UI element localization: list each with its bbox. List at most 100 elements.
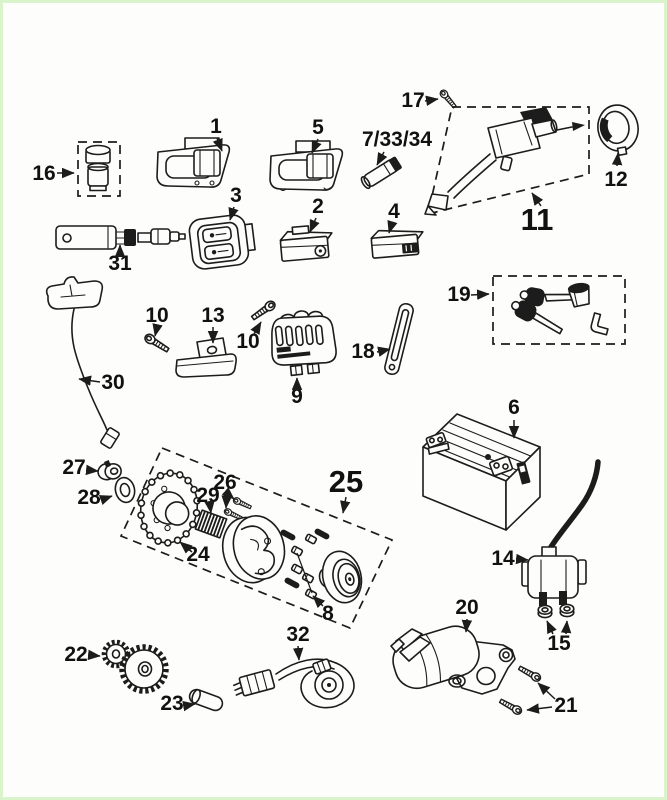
leader-17 (424, 95, 439, 107)
part-30-lead-wire-switch (45, 276, 120, 449)
part-label-31: 31 (108, 252, 132, 275)
part-label-9: 9 (291, 385, 303, 408)
leader-12 (611, 152, 623, 167)
part-19-dashed-box (492, 275, 626, 345)
part-9-regulator (271, 310, 337, 377)
part-label-28: 28 (77, 486, 101, 509)
leader-21a (537, 682, 556, 700)
part-7-fuse (360, 156, 402, 190)
part-11-dashed-box (426, 106, 590, 216)
leader-8 (312, 595, 326, 609)
part-24-sprocket (137, 469, 201, 547)
part-label-30: 30 (101, 371, 124, 394)
part-label-18: 18 (351, 340, 375, 363)
leader-15b (560, 620, 572, 635)
leader-25 (340, 496, 351, 514)
leader-23 (182, 700, 196, 712)
leader-10b (250, 321, 262, 336)
part-11-ignition-switch (424, 106, 590, 216)
leader-2 (309, 217, 320, 233)
part-label-26: 26 (213, 471, 236, 494)
leader-15a (546, 620, 557, 635)
part-15-nut-b (559, 603, 575, 618)
part-label-15: 15 (547, 632, 571, 655)
part-label-19: 19 (447, 283, 470, 306)
part-25-dashed-box (119, 446, 394, 630)
part-1-switch-housing (156, 137, 231, 188)
leader-11 (531, 192, 544, 207)
leader-14 (515, 553, 529, 565)
leader-10a (152, 323, 163, 337)
leader-24 (179, 541, 193, 554)
part-25-starter-clutch-assembly: 24 29 26 (119, 446, 394, 630)
part-25-clutch-drum (221, 515, 286, 584)
part-5-switch-housing (269, 140, 344, 192)
part-label-6: 6 (508, 396, 520, 419)
part-28-washer (114, 476, 136, 504)
part-17-screw (437, 87, 459, 110)
leader-22 (87, 649, 101, 661)
leader-26b (221, 492, 233, 509)
part-21-screw-b (497, 696, 524, 717)
leader-28 (98, 495, 113, 506)
leader-32 (292, 645, 304, 661)
part-label-16: 16 (32, 162, 55, 185)
part-14-ignition-coil (521, 459, 601, 606)
part-22-starter-gear (101, 639, 169, 694)
part-10b-screw (249, 298, 278, 323)
part-label-3: 3 (230, 184, 242, 207)
leader-8-chain (296, 552, 313, 594)
leader-3 (228, 206, 239, 221)
part-label-21: 21 (554, 694, 578, 717)
part-label-4: 4 (388, 200, 400, 223)
leader-29 (204, 500, 215, 514)
part-25-driven-disc (318, 550, 363, 604)
part-label-8: 8 (322, 602, 334, 625)
part-label-27: 27 (62, 456, 85, 479)
part-12-lock-cover (597, 104, 639, 157)
part-4-switch (370, 229, 424, 259)
part-label-23: 23 (160, 692, 183, 715)
part-31-cable (55, 225, 186, 250)
part-21-screw-a (516, 663, 543, 684)
part-label-5: 5 (312, 116, 324, 139)
part-2-switch (279, 225, 333, 262)
leader-1 (212, 137, 223, 152)
part-18-strap (384, 302, 414, 376)
leader-18 (376, 346, 391, 357)
part-label-22: 22 (64, 643, 87, 666)
part-label-10a: 10 (145, 304, 168, 327)
part-label-14: 14 (491, 547, 515, 570)
part-label-20: 20 (455, 596, 478, 619)
part-26-bolt-a (231, 495, 253, 511)
part-label-13: 13 (201, 304, 224, 327)
part-label-1: 1 (210, 115, 222, 138)
part-25-springs-rollers (279, 527, 331, 600)
part-27-nut (97, 460, 122, 481)
part-label-24: 24 (186, 543, 210, 566)
part-3-switch (188, 214, 256, 270)
part-29-needle-bearing (194, 509, 228, 539)
leader-20 (461, 618, 473, 633)
part-label-7-33-34: 7/33/34 (362, 128, 432, 151)
leader-30 (78, 375, 101, 386)
part-label-12: 12 (604, 168, 627, 191)
part-10a-screw (142, 331, 171, 355)
part-label-11: 11 (521, 202, 554, 237)
leader-27 (85, 464, 99, 476)
part-label-17: 17 (401, 89, 424, 112)
part-label-25: 25 (329, 464, 363, 499)
part-label-32: 32 (286, 623, 309, 646)
part-15-nut-a (537, 604, 553, 619)
leader-19 (470, 289, 490, 300)
part-6-battery (422, 413, 541, 531)
leader-7 (376, 151, 388, 166)
leader-4 (387, 219, 398, 234)
part-label-10b: 10 (236, 330, 259, 353)
leader-5 (311, 138, 322, 154)
part-23-pin (188, 688, 224, 712)
part-label-2: 2 (312, 195, 324, 218)
